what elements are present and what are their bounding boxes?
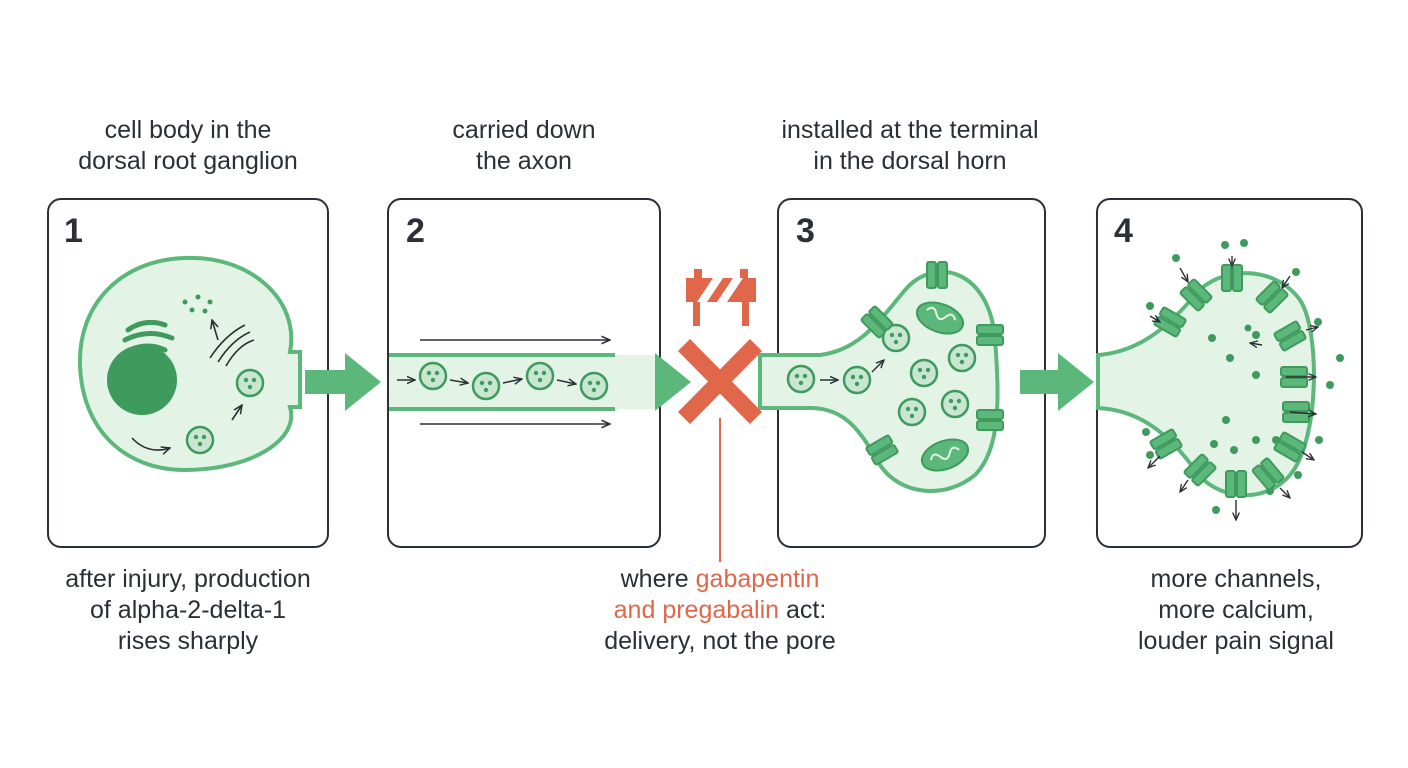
enhanced-terminal bbox=[1096, 239, 1344, 520]
step4-number: 4 bbox=[1114, 212, 1133, 250]
vesicle-icon bbox=[185, 425, 215, 455]
step3-top-line1: installed at the terminal bbox=[781, 116, 1039, 144]
drug-name-gabapentin: gabapentin bbox=[695, 565, 820, 593]
drug-note-prefix: where bbox=[620, 565, 696, 593]
step1-bottom-line3: rises sharply bbox=[117, 627, 259, 655]
drug-note-line1: where gabapentin bbox=[570, 564, 870, 595]
block-x-icon bbox=[677, 339, 763, 424]
step3-top-caption: installed at the terminal in the dorsal … bbox=[760, 115, 1060, 177]
step1-top-caption: cell body in the dorsal root ganglion bbox=[48, 115, 328, 177]
step2-top-line2: the axon bbox=[476, 147, 572, 175]
step2-top-caption: carried down the axon bbox=[388, 115, 660, 177]
vesicle-icon bbox=[940, 389, 970, 419]
channel-icon bbox=[1221, 264, 1243, 292]
drug-note-line2: and pregabalin act: bbox=[570, 595, 870, 626]
vesicle-icon bbox=[947, 343, 977, 373]
step1-bottom-line2: of alpha-2-delta-1 bbox=[90, 596, 286, 624]
roadblock-icon bbox=[686, 269, 756, 326]
channel-icon bbox=[976, 324, 1004, 346]
axon bbox=[389, 340, 655, 424]
flow-arrow-icon bbox=[1020, 353, 1094, 411]
cell-body bbox=[77, 255, 302, 473]
vesicle-icon bbox=[786, 364, 816, 394]
step3-top-line2: in the dorsal horn bbox=[813, 147, 1007, 175]
step4-bottom-caption: more channels, more calcium, louder pain… bbox=[1076, 564, 1396, 657]
step2-number: 2 bbox=[406, 212, 425, 250]
step4-bottom-line2: more calcium, bbox=[1158, 596, 1314, 624]
mitochondrion-icon bbox=[920, 438, 970, 472]
channel-icon bbox=[926, 261, 948, 289]
step1-bottom-line1: after injury, production bbox=[65, 565, 311, 593]
vesicle-icon bbox=[418, 361, 448, 391]
nucleus-icon bbox=[107, 345, 177, 415]
step1-number: 1 bbox=[64, 212, 83, 250]
vesicle-icon bbox=[525, 361, 555, 391]
drug-note-line3: delivery, not the pore bbox=[604, 627, 836, 655]
vesicle-icon bbox=[909, 358, 939, 388]
axon-terminal bbox=[758, 261, 1004, 493]
vesicle-icon bbox=[842, 365, 872, 395]
step2-top-line1: carried down bbox=[452, 116, 596, 144]
step1-top-line2: dorsal root ganglion bbox=[78, 147, 298, 175]
flow-arrow-icon bbox=[305, 353, 381, 411]
vesicle-icon bbox=[471, 371, 501, 401]
vesicle-icon bbox=[235, 368, 265, 398]
step1-top-line1: cell body in the bbox=[104, 116, 272, 144]
step3-number: 3 bbox=[796, 212, 815, 250]
step4-bottom-line1: more channels, bbox=[1150, 565, 1322, 593]
step1-bottom-caption: after injury, production of alpha-2-delt… bbox=[28, 564, 348, 657]
drug-note: where gabapentin and pregabalin act: del… bbox=[570, 564, 870, 657]
golgi-icon bbox=[122, 319, 175, 353]
drug-name-pregabalin: and pregabalin bbox=[613, 596, 780, 624]
er-lines bbox=[209, 324, 255, 367]
channel-icon bbox=[976, 409, 1004, 431]
vesicle-icon bbox=[897, 397, 927, 427]
step4-bottom-line3: louder pain signal bbox=[1138, 627, 1334, 655]
vesicle-icon bbox=[579, 371, 609, 401]
drug-note-suffix: act: bbox=[779, 596, 827, 624]
channel-icon bbox=[1225, 470, 1247, 498]
mitochondrion-icon bbox=[915, 301, 965, 335]
